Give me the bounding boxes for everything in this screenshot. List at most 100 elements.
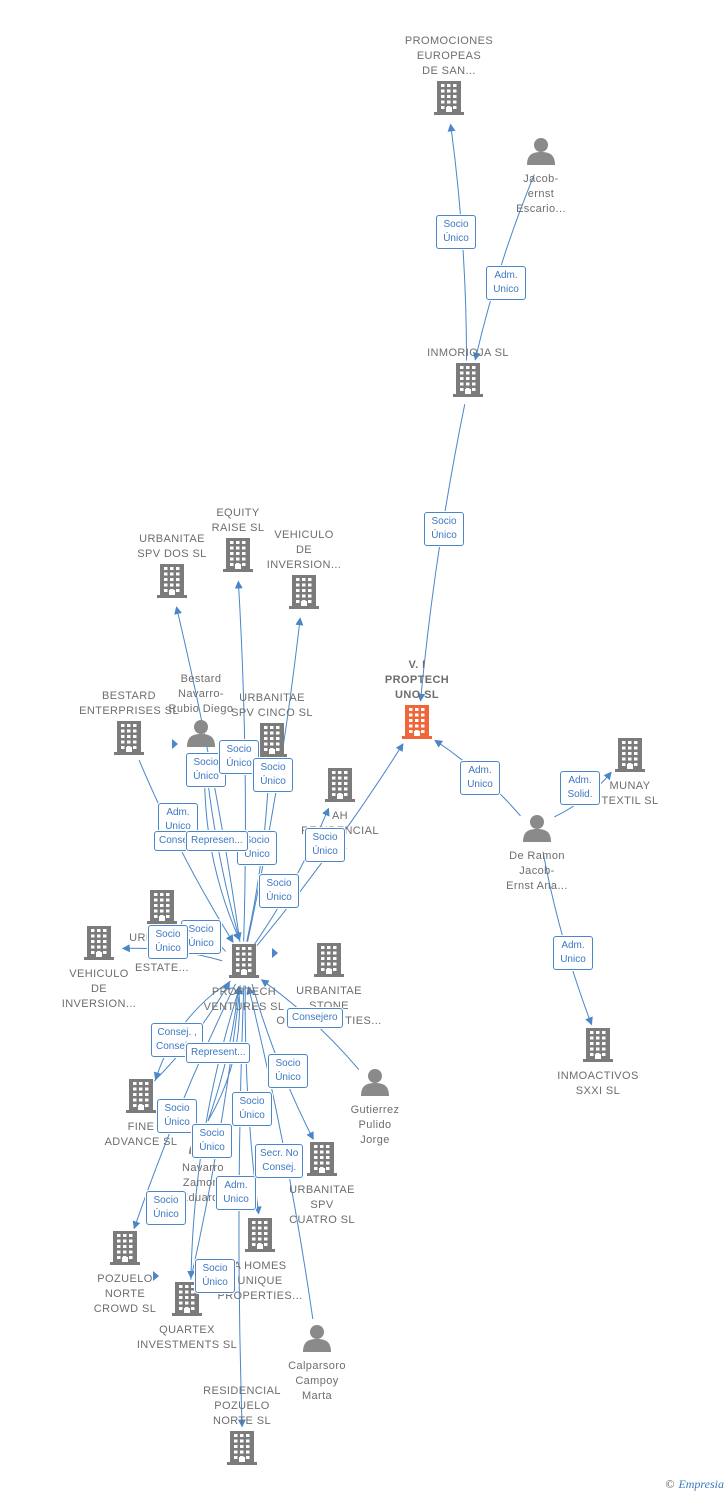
building-icon <box>615 738 645 777</box>
node-label: URBANITAE SPV DOS SL <box>137 533 207 560</box>
node-label: INMOACTIVOS SXXI SL <box>557 1070 639 1097</box>
node-label: A HOMES UNIQUE PROPERTIES... <box>217 1260 303 1302</box>
building-icon <box>114 721 144 760</box>
node-fine-advance[interactable]: FINE ADVANCE SL <box>81 1077 201 1150</box>
building-icon <box>583 1028 613 1067</box>
edge-inmorioja-to-vi_proptech <box>417 404 466 702</box>
edge-label: Adm. Unico <box>486 266 526 300</box>
node-label: Gutierrez Pulido Jorge <box>350 1104 400 1146</box>
node-label: EQUITY RAISE SL <box>211 507 265 534</box>
building-icon <box>434 81 464 120</box>
node-label: URBANITAE SPV CUATRO SL <box>289 1184 355 1226</box>
edge-label: Socio Único <box>192 1124 232 1158</box>
building-icon <box>227 1431 257 1470</box>
node-promociones-europeas[interactable]: PROMOCIONES EUROPEAS DE SAN... <box>389 34 509 120</box>
building-icon <box>147 890 177 929</box>
node-vehiculo-inversion-left[interactable]: VEHICULO DE INVERSION... <box>39 924 159 1012</box>
copyright-symbol: © <box>665 1477 675 1491</box>
node-proptech-ventures[interactable]: PROPTECH VENTURES SL <box>184 942 304 1015</box>
edge-jacob-to-inmorioja <box>472 174 535 361</box>
arrow-indicator <box>272 948 278 958</box>
edge-label: Adm. Unico <box>460 761 500 795</box>
building-icon <box>126 1079 156 1118</box>
node-jacob-ernst[interactable]: Jacob- ernst Escario... <box>481 135 601 217</box>
building-icon <box>245 1218 275 1257</box>
node-de-ramon-ana[interactable]: De Ramon Jacob- Ernst Ana... <box>477 812 597 894</box>
building-icon <box>314 943 344 982</box>
building-icon <box>257 723 287 762</box>
node-label: Jacob- ernst Escario... <box>516 173 566 215</box>
building-icon <box>172 1282 202 1321</box>
arrow-indicator <box>153 1271 159 1281</box>
building-icon <box>325 768 355 807</box>
person-icon <box>186 719 216 752</box>
node-bestard-diego[interactable]: Bestard Navarro- Rubio Diego <box>141 672 261 752</box>
node-label: POZUELO NORTE CROWD SL <box>93 1273 157 1315</box>
node-urbanitae-spv-dos[interactable]: URBANITAE SPV DOS SL <box>112 532 232 603</box>
edge-label: Socio Único <box>146 1191 186 1225</box>
edge-label: Socio Único <box>259 874 299 908</box>
person-icon <box>360 1068 390 1101</box>
edge-label: Represent... <box>186 1043 251 1063</box>
node-inmoactivos-sxxi[interactable]: INMOACTIVOS SXXI SL <box>538 1026 658 1099</box>
node-vi-proptech-uno[interactable]: V. I PROPTECH UNO SL <box>357 658 477 744</box>
node-label: Navarro Zamora Eduardo <box>180 1162 226 1204</box>
brand-name: Empresia <box>678 1477 724 1491</box>
edge-label: Secr. No Consej. <box>255 1144 304 1178</box>
node-calparsoro-marta[interactable]: Calparsoro Campoy Marta <box>257 1322 377 1404</box>
node-vehiculo-inversion-top[interactable]: VEHICULO DE INVERSION... <box>244 528 364 614</box>
node-pozuelo-norte-crowd[interactable]: POZUELO NORTE CROWD SL <box>65 1229 185 1317</box>
node-label: De Ramon Jacob- Ernst Ana... <box>506 850 568 892</box>
building-icon <box>84 926 114 965</box>
node-label: FINE ADVANCE SL <box>104 1121 178 1148</box>
node-homes-unique[interactable]: A HOMES UNIQUE PROPERTIES... <box>200 1216 320 1304</box>
node-inmorioja[interactable]: INMORIOJA SL <box>408 346 528 402</box>
edge-label: Socio Único <box>305 828 345 862</box>
arrow-indicator <box>172 739 178 749</box>
building-icon <box>157 564 187 603</box>
edge-label: Socio Único <box>232 1092 272 1126</box>
node-quartex-investments[interactable]: QUARTEX INVESTMENTS SL <box>127 1280 247 1353</box>
building-icon <box>110 1231 140 1270</box>
node-label: PROMOCIONES EUROPEAS DE SAN... <box>404 35 494 77</box>
building-icon <box>229 944 259 983</box>
node-label: BESTARD ENTERPRISES SL <box>79 690 179 717</box>
person-icon <box>302 1324 332 1357</box>
node-label: RESIDENCIAL POZUELO NORTE SL <box>203 1385 281 1427</box>
node-label: QUARTEX INVESTMENTS SL <box>136 1324 238 1351</box>
node-equity-raise[interactable]: EQUITY RAISE SL <box>178 506 298 577</box>
node-urbanitae-spv-cuatro[interactable]: URBANITAE SPV CUATRO SL <box>262 1140 382 1228</box>
brand-footer[interactable]: ©Empresia <box>665 1477 724 1492</box>
node-label: MUNAY TEXTIL SL <box>601 780 659 807</box>
node-label: Calparsoro Campoy Marta <box>288 1360 346 1402</box>
node-label: V. I PROPTECH UNO SL <box>384 659 450 701</box>
edge-label: Socio Único <box>268 1054 308 1088</box>
edge-label: Socio Único <box>219 740 259 774</box>
edge-label: Represen... <box>186 831 248 851</box>
node-bestard-enterprises[interactable]: BESTARD ENTERPRISES SL <box>69 689 189 760</box>
node-label: VEHICULO DE INVERSION... <box>266 529 342 571</box>
building-icon <box>289 575 319 614</box>
node-gutierrez-jorge[interactable]: Gutierrez Pulido Jorge <box>315 1066 435 1148</box>
node-label: VEHICULO DE INVERSION... <box>61 968 137 1010</box>
building-icon <box>223 538 253 577</box>
edge-label: Socio Único <box>195 1259 235 1293</box>
node-label: PROPTECH VENTURES SL <box>203 986 285 1013</box>
building-icon <box>402 705 432 744</box>
node-urbanitae-spv-cinco[interactable]: URBANITAE SPV CINCO SL <box>212 691 332 762</box>
person-icon <box>522 814 552 847</box>
edge-label: Socio Único <box>424 512 464 546</box>
node-label: INMORIOJA SL <box>427 347 509 359</box>
node-residencial-pozuelo-norte[interactable]: RESIDENCIAL POZUELO NORTE SL <box>182 1384 302 1470</box>
edge-label: Adm. Unico <box>216 1176 256 1210</box>
node-label: Bestard Navarro- Rubio Diego <box>168 673 234 715</box>
edge-label: Socio Único <box>253 758 293 792</box>
building-icon <box>307 1142 337 1181</box>
edge-label: Consejero <box>287 1008 343 1028</box>
node-munay-textil[interactable]: MUNAY TEXTIL SL <box>570 736 690 809</box>
edge-label: Adm. Unico <box>553 936 593 970</box>
edge-label: Adm. Solid. <box>560 771 600 805</box>
edge-label: Socio Único <box>157 1099 197 1133</box>
building-icon <box>453 363 483 402</box>
